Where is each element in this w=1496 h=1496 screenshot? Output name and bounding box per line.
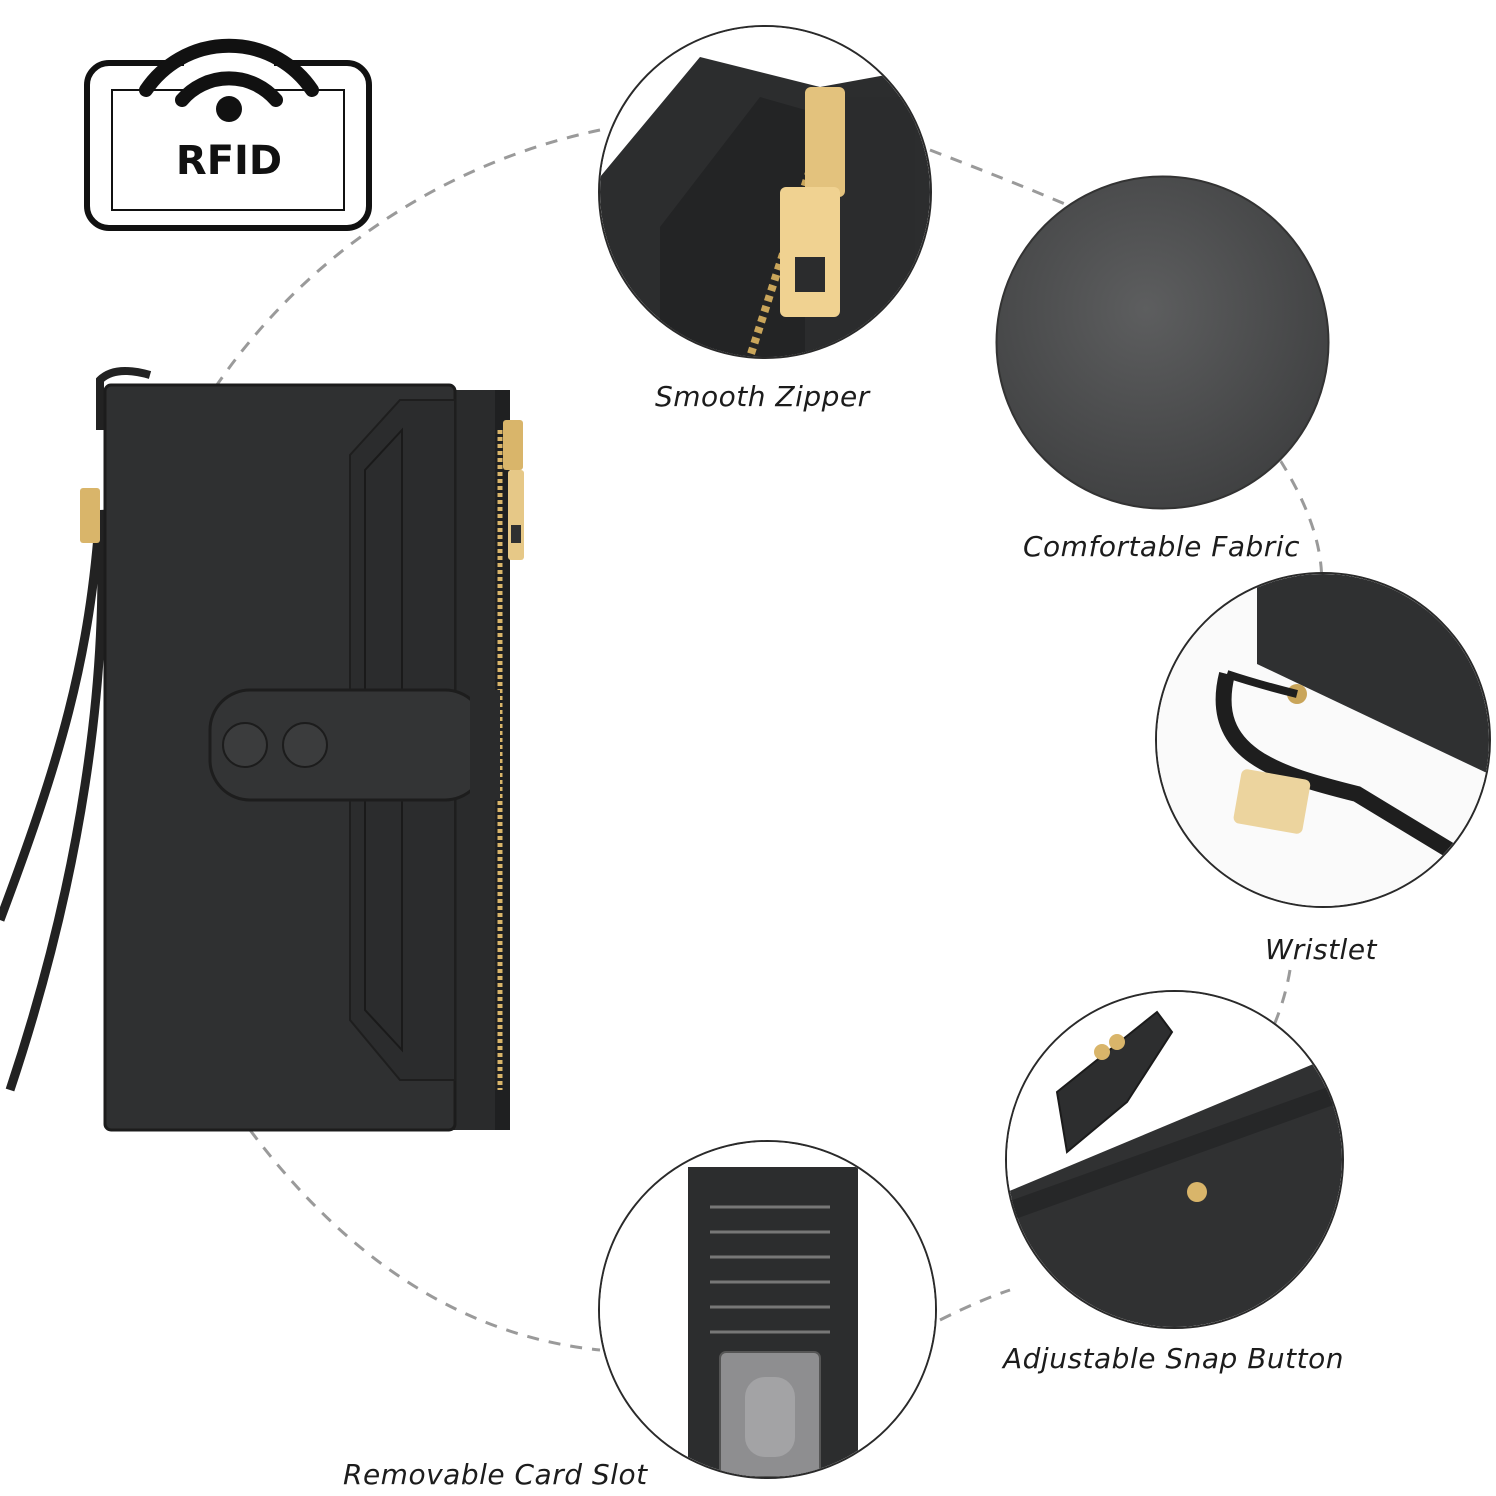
- wristlet-label: Wristlet: [1265, 933, 1378, 966]
- snap-detail-image: [1005, 990, 1344, 1329]
- zipper-detail-image: [598, 25, 932, 359]
- fabric-detail-image: [995, 175, 1330, 510]
- zipper-label: Smooth Zipper: [655, 380, 870, 413]
- rfid-badge: RFID: [84, 28, 374, 233]
- rfid-wave-icon: [84, 38, 372, 231]
- wallet-image: [0, 367, 524, 1132]
- fabric-label: Comfortable Fabric: [1023, 530, 1300, 563]
- wristlet-detail-image: [1155, 572, 1491, 908]
- card-slot-detail-image: [598, 1140, 937, 1479]
- snap-label: Adjustable Snap Button: [1003, 1342, 1344, 1375]
- card-slot-label: Removable Card Slot: [343, 1458, 648, 1491]
- rfid-label: RFID: [175, 138, 283, 184]
